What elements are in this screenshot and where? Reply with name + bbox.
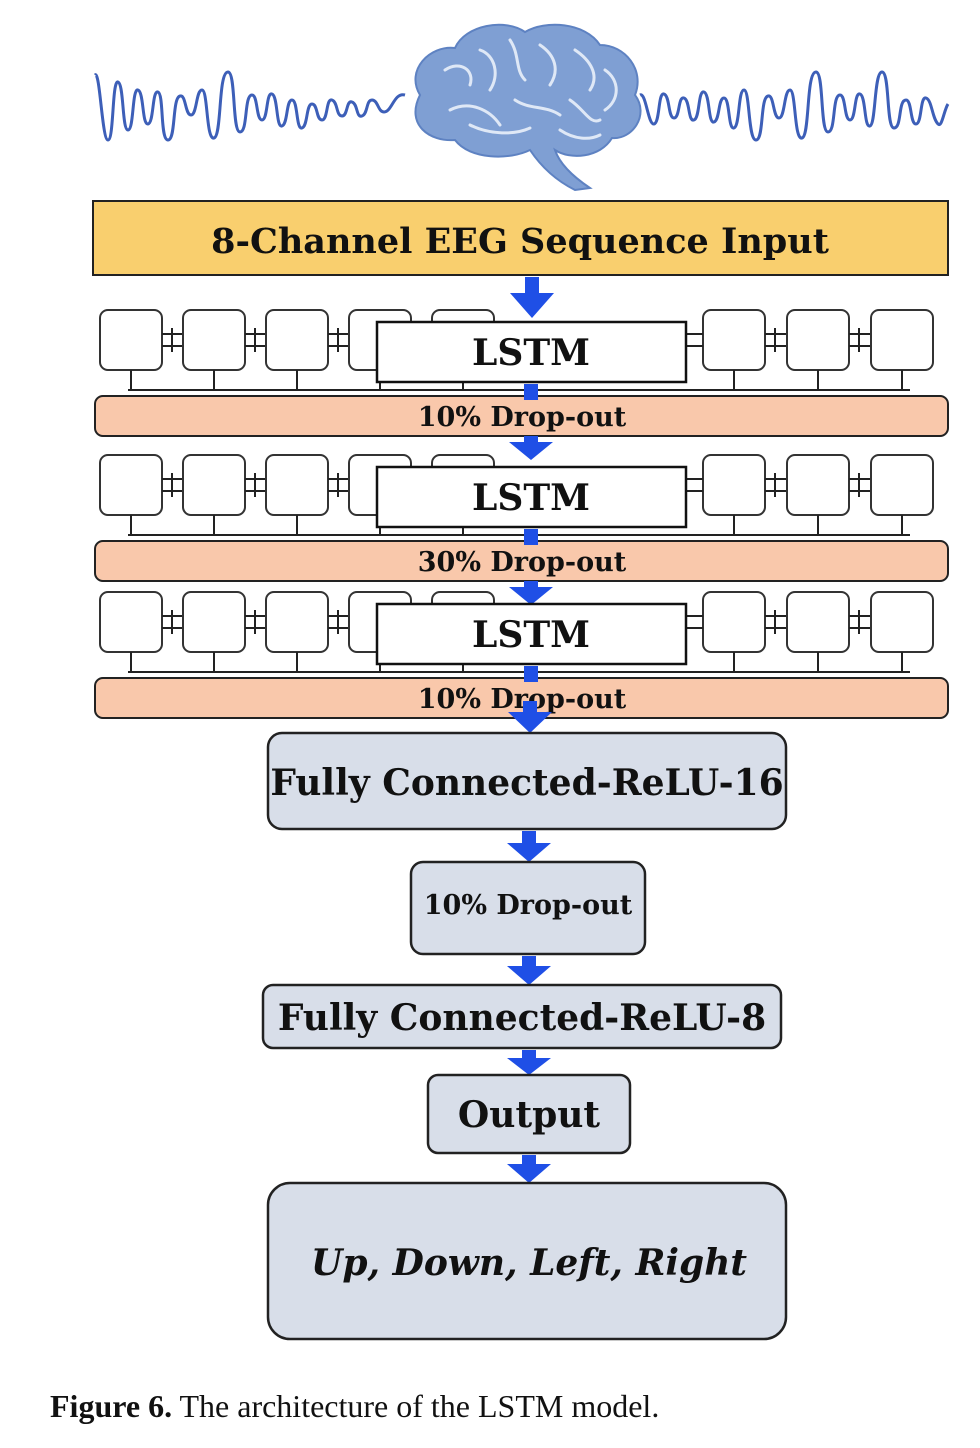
- lstm-label: LSTM: [472, 614, 590, 656]
- lstm-cell: [99, 309, 163, 371]
- lstm-box: [375, 602, 688, 666]
- eeg-wave-left: [93, 70, 406, 142]
- lstm-cell: [99, 591, 163, 653]
- lstm-cell: [870, 591, 934, 653]
- fc8-box: [261, 983, 783, 1050]
- lstm-cell: [870, 454, 934, 516]
- lstm-cell: [786, 591, 850, 653]
- arrow-icon: [507, 1050, 551, 1075]
- lstm-cell: [265, 454, 329, 516]
- input-box: [92, 200, 949, 276]
- arrow-icon: [524, 436, 538, 446]
- arrow-icon: [510, 277, 554, 318]
- output-label: Output: [458, 1094, 601, 1136]
- lstm-cell: [182, 309, 246, 371]
- classes-label: Up, Down, Left, Right: [311, 1242, 747, 1284]
- caption-text: The architecture of the LSTM model.: [172, 1388, 660, 1424]
- lstm-cell: [870, 309, 934, 371]
- fc16-box: [266, 731, 788, 831]
- dropout-bar: [94, 540, 949, 582]
- arrow-icon: [509, 587, 553, 605]
- arrow-icon: [524, 529, 538, 545]
- arrow-icon: [507, 956, 551, 985]
- lstm-box: [375, 320, 688, 384]
- arrow-icon: [524, 384, 538, 400]
- dropout-box: [409, 860, 647, 956]
- fc16-label: Fully Connected-ReLU-16: [270, 762, 783, 804]
- lstm-cell: [182, 454, 246, 516]
- figure-caption: Figure 6. The architecture of the LSTM m…: [50, 1388, 659, 1425]
- lstm-cell: [99, 454, 163, 516]
- lstm-cell: [265, 591, 329, 653]
- caption-prefix: Figure 6.: [50, 1388, 173, 1424]
- lstm-cell: [702, 454, 766, 516]
- arrow-icon: [524, 581, 538, 591]
- dropout-label: 10% Drop-out: [424, 890, 633, 921]
- lstm-cell: [265, 309, 329, 371]
- arrow-icon: [509, 442, 553, 460]
- lstm-cell: [182, 591, 246, 653]
- dropout-bar: [94, 395, 949, 437]
- lstm-cell: [702, 591, 766, 653]
- classes-box: [266, 1181, 788, 1341]
- dropout-bar-label: 10% Drop-out: [418, 402, 627, 433]
- arrow-icon: [507, 1155, 551, 1183]
- lstm-layer-3: LSTM 10% Drop-out: [94, 591, 949, 719]
- input-label: 8-Channel EEG Sequence Input: [211, 221, 829, 262]
- lstm-cell: [786, 454, 850, 516]
- lstm-cell: [702, 309, 766, 371]
- arrow-icon: [507, 831, 551, 862]
- dropout-bar-label: 30% Drop-out: [418, 547, 627, 578]
- dropout-bar-label: 10% Drop-out: [418, 684, 627, 715]
- lstm-cell: [786, 309, 850, 371]
- lstm-box: [375, 465, 688, 529]
- brain-icon: [414, 23, 642, 192]
- lstm-layer-1: LSTM 10% Drop-out: [94, 309, 949, 460]
- output-box: [426, 1073, 632, 1155]
- lstm-layer-2: LSTM 30% Drop-out: [94, 454, 949, 605]
- eeg-wave-right: [638, 70, 950, 142]
- arrow-icon: [508, 701, 552, 733]
- fc8-label: Fully Connected-ReLU-8: [278, 997, 766, 1039]
- lstm-label: LSTM: [472, 477, 590, 519]
- lstm-label: LSTM: [472, 332, 590, 374]
- arrow-icon: [524, 666, 538, 682]
